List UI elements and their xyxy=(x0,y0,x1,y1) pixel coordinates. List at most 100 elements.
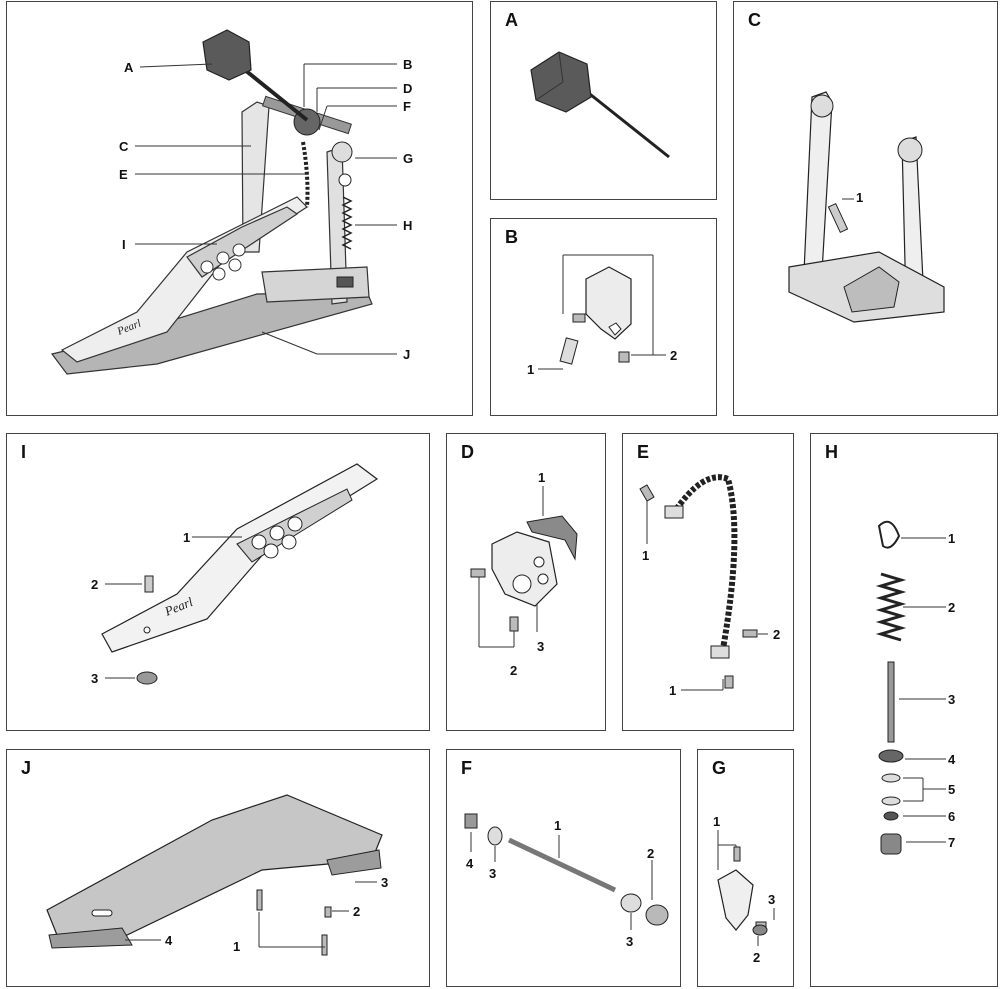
cam-hole xyxy=(533,556,545,568)
callout-E-1-bottom: 1 xyxy=(669,683,676,698)
panel-F: F 1 2 3 3 4 xyxy=(446,749,681,987)
panel-H: H 1 2 3 4 5 6 7 xyxy=(810,433,998,987)
axle-nut xyxy=(464,813,478,829)
chain-screw xyxy=(742,629,758,638)
beater-holder-drawing: 1 2 3 xyxy=(713,814,775,965)
panel-G: G 1 2 3 xyxy=(697,749,794,987)
spring-hook xyxy=(877,520,901,549)
axle-washer xyxy=(487,826,503,846)
chain xyxy=(301,141,310,208)
callout-B-1: 1 xyxy=(527,362,534,377)
tension-nut xyxy=(336,276,354,288)
callout-H-2: 2 xyxy=(948,600,955,615)
frame-bolt xyxy=(827,202,849,234)
frame-left-bearing xyxy=(810,94,834,118)
axle-drawing: 1 2 3 3 4 xyxy=(464,813,669,949)
panel-E-title: E xyxy=(637,442,650,462)
chain-screw xyxy=(724,675,734,689)
panel-J: J 1 2 3 4 xyxy=(6,749,430,987)
spring-adjuster xyxy=(880,833,902,855)
frame-right-bearing xyxy=(897,137,923,163)
panel-E: E 1 2 1 xyxy=(622,433,794,731)
callout-F-1: 1 xyxy=(554,818,561,833)
base-plate-right-lower xyxy=(326,849,382,876)
panel-H-title: H xyxy=(825,442,838,462)
beater-drawing xyxy=(530,51,670,159)
footboard-hole xyxy=(216,251,230,265)
axle-shaft xyxy=(507,837,617,893)
panel-F-title: F xyxy=(461,758,472,778)
set-screw xyxy=(618,351,630,363)
panel-C-title: C xyxy=(748,10,761,30)
label-D: D xyxy=(403,81,412,96)
cam-hex-hole xyxy=(512,574,532,594)
callout-I-3: 3 xyxy=(91,671,98,686)
callout-G-2: 2 xyxy=(753,950,760,965)
base-plate-drawing: 1 2 3 4 xyxy=(46,794,388,956)
chain-drawing: 1 2 1 xyxy=(639,474,780,698)
panel-B: B 2 1 xyxy=(490,218,717,416)
callout-H-4: 4 xyxy=(948,752,956,767)
panel-D-title: D xyxy=(461,442,474,462)
frame-base xyxy=(261,266,370,303)
callout-I-2: 2 xyxy=(91,577,98,592)
spring-hook xyxy=(338,173,352,187)
base-screw xyxy=(256,889,263,911)
label-G: G xyxy=(403,151,413,166)
footboard-hole xyxy=(287,516,303,532)
holder-nut xyxy=(752,924,768,936)
hub-drawing: 2 1 xyxy=(527,254,677,377)
base-slot xyxy=(91,909,113,917)
callout-J-2: 2 xyxy=(353,904,360,919)
footboard-hole xyxy=(281,534,297,550)
cam-sprocket xyxy=(491,531,558,607)
callout-B-2: 2 xyxy=(670,348,677,363)
callout-G-1: 1 xyxy=(713,814,720,829)
holder-screw xyxy=(733,846,741,862)
spring-assembly-drawing: 1 2 3 4 5 6 7 xyxy=(875,520,956,855)
set-screw xyxy=(572,313,586,323)
spring xyxy=(341,196,353,250)
panel-I: I Pearl 1 2 3 xyxy=(6,433,430,731)
panel-I-title: I xyxy=(21,442,27,462)
footboard-hole xyxy=(269,525,285,541)
callout-D-2: 2 xyxy=(510,663,517,678)
axle-collar xyxy=(645,904,669,926)
beater-holder xyxy=(717,869,754,931)
footboard-nut xyxy=(136,671,158,685)
callout-H-3: 3 xyxy=(948,692,955,707)
label-I: I xyxy=(122,237,126,252)
chain-top-link xyxy=(664,505,684,519)
label-C: C xyxy=(119,139,129,154)
beater-head xyxy=(530,51,592,113)
panel-A: A xyxy=(490,1,717,200)
main-assembly-drawing: Pearl A B D F G H C E I J xyxy=(50,29,413,375)
label-E: E xyxy=(119,167,128,182)
panel-J-title: J xyxy=(21,758,32,778)
panel-B-title: B xyxy=(505,227,518,247)
footboard-hole xyxy=(212,267,226,281)
label-J: J xyxy=(403,347,410,362)
footboard-drawing: Pearl 1 2 3 xyxy=(91,463,379,686)
callout-H-7: 7 xyxy=(948,835,955,850)
label-B: B xyxy=(403,57,412,72)
callout-J-1: 1 xyxy=(233,939,240,954)
callout-H-6: 6 xyxy=(948,809,955,824)
label-H: H xyxy=(403,218,412,233)
callout-D-3: 3 xyxy=(537,639,544,654)
cam-set-screw xyxy=(509,616,519,632)
tension-nut xyxy=(878,749,904,763)
cam-set-screw xyxy=(470,568,486,578)
panel-D: D 1 2 3 xyxy=(446,433,606,731)
footboard-pad xyxy=(186,206,299,278)
label-A: A xyxy=(124,60,134,75)
footboard-hole xyxy=(251,534,267,550)
callout-E-2: 2 xyxy=(773,627,780,642)
callout-H-5: 5 xyxy=(948,782,955,797)
footboard xyxy=(101,463,379,653)
hub-clamp xyxy=(585,266,632,340)
frame-left-post xyxy=(803,91,833,273)
callout-D-1: 1 xyxy=(538,470,545,485)
callout-J-3: 3 xyxy=(381,875,388,890)
footboard-screw xyxy=(144,575,154,593)
